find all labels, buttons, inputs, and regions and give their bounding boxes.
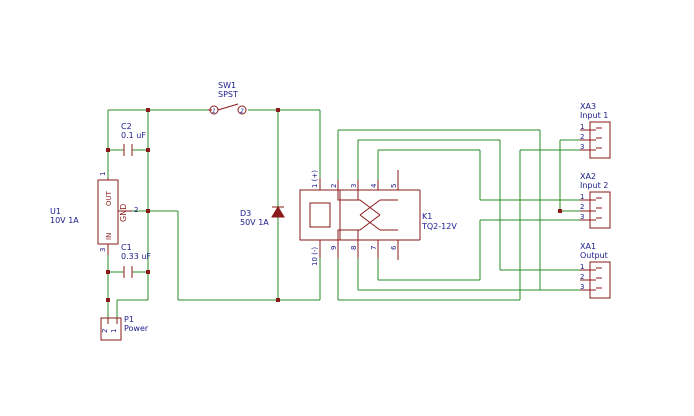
- xa1-pin2-num: 2: [580, 273, 584, 281]
- xa2-ref: XA2: [580, 172, 596, 181]
- junctions: [106, 108, 562, 302]
- xa2-pin2-num: 2: [580, 203, 584, 211]
- xa2-pin1-num: 1: [580, 193, 584, 201]
- sw1-switch[interactable]: 1 2 SW1 SPST: [208, 81, 247, 115]
- c1-ref: C1: [121, 243, 132, 252]
- p1-value: Power: [124, 324, 149, 333]
- d3-ref: D3: [240, 209, 251, 218]
- k1-pin5-num: 5: [390, 184, 398, 188]
- p1-connector[interactable]: 2 1 P1 Power: [100, 315, 149, 341]
- k1-pin9-num: 9: [330, 246, 338, 250]
- c2-ref: C2: [121, 122, 132, 131]
- k1-pin4-num: 4: [370, 183, 378, 188]
- xa1-pin1-num: 1: [580, 263, 584, 271]
- u1-pin2-num: 2: [134, 206, 138, 214]
- xa2-value: Input 2: [580, 181, 608, 190]
- u1-value: 10V 1A: [50, 216, 79, 225]
- k1-pin8-num: 8: [350, 246, 358, 250]
- xa1-value: Output: [580, 251, 608, 260]
- p1-ref: P1: [124, 315, 134, 324]
- k1-pin3-num: 3: [350, 184, 358, 188]
- xa1-jack[interactable]: 1 2 3 XA1 Output: [580, 242, 611, 299]
- xa1-ref: XA1: [580, 242, 596, 251]
- xa3-pin1-num: 1: [580, 123, 584, 131]
- wires: [107, 109, 580, 318]
- k1-value: TQ2-12V: [421, 222, 457, 231]
- u1-pin1-num: 1: [99, 172, 107, 176]
- k1-relay[interactable]: 1 (+) 10 (-) 2 3 4 5 9 8 7 6 K1 TQ2-12V: [299, 170, 457, 266]
- c1-value: 0.33 uF: [121, 252, 151, 261]
- k1-pin6-num: 6: [390, 245, 398, 250]
- xa3-pin3-num: 3: [580, 143, 584, 151]
- xa3-ref: XA3: [580, 102, 596, 111]
- u1-ref: U1: [50, 207, 61, 216]
- k1-pin7-num: 7: [370, 246, 378, 250]
- u1-regulator[interactable]: OUT IN GND 1 2 3 U1 10V 1A: [50, 172, 138, 255]
- sw1-pin2-num: 2: [240, 108, 244, 115]
- xa2-jack[interactable]: 1 2 3 XA2 Input 2: [580, 172, 611, 229]
- c2-capacitor[interactable]: C2 0.1 uF: [121, 122, 146, 156]
- k1-pin10-label: 10 (-): [311, 247, 319, 266]
- xa3-pin2-num: 2: [580, 133, 584, 141]
- k1-ref: K1: [422, 212, 432, 221]
- xa3-value: Input 1: [580, 111, 608, 120]
- xa2-pin3-num: 3: [580, 213, 584, 221]
- sw1-pin1-num: 1: [212, 108, 216, 115]
- k1-pin2-num: 2: [330, 184, 338, 188]
- u1-pin-in: IN: [105, 233, 113, 240]
- k1-pin1-label: 1 (+): [311, 170, 319, 188]
- d3-diode[interactable]: D3 50V 1A: [240, 206, 285, 227]
- p1-pin2-num: 2: [101, 329, 109, 333]
- u1-pin3-num: 3: [99, 248, 107, 252]
- u1-pin-gnd: GND: [119, 204, 128, 222]
- sw1-value: SPST: [218, 90, 238, 99]
- c1-capacitor[interactable]: C1 0.33 uF: [121, 243, 151, 278]
- d3-value: 50V 1A: [240, 218, 269, 227]
- xa3-jack[interactable]: 1 2 3 XA3 Input 1: [580, 102, 611, 159]
- p1-pin1-num: 1: [110, 329, 118, 333]
- c2-value: 0.1 uF: [121, 131, 146, 140]
- u1-pin-out: OUT: [105, 190, 113, 206]
- xa1-pin3-num: 3: [580, 283, 584, 291]
- sw1-ref: SW1: [218, 81, 236, 90]
